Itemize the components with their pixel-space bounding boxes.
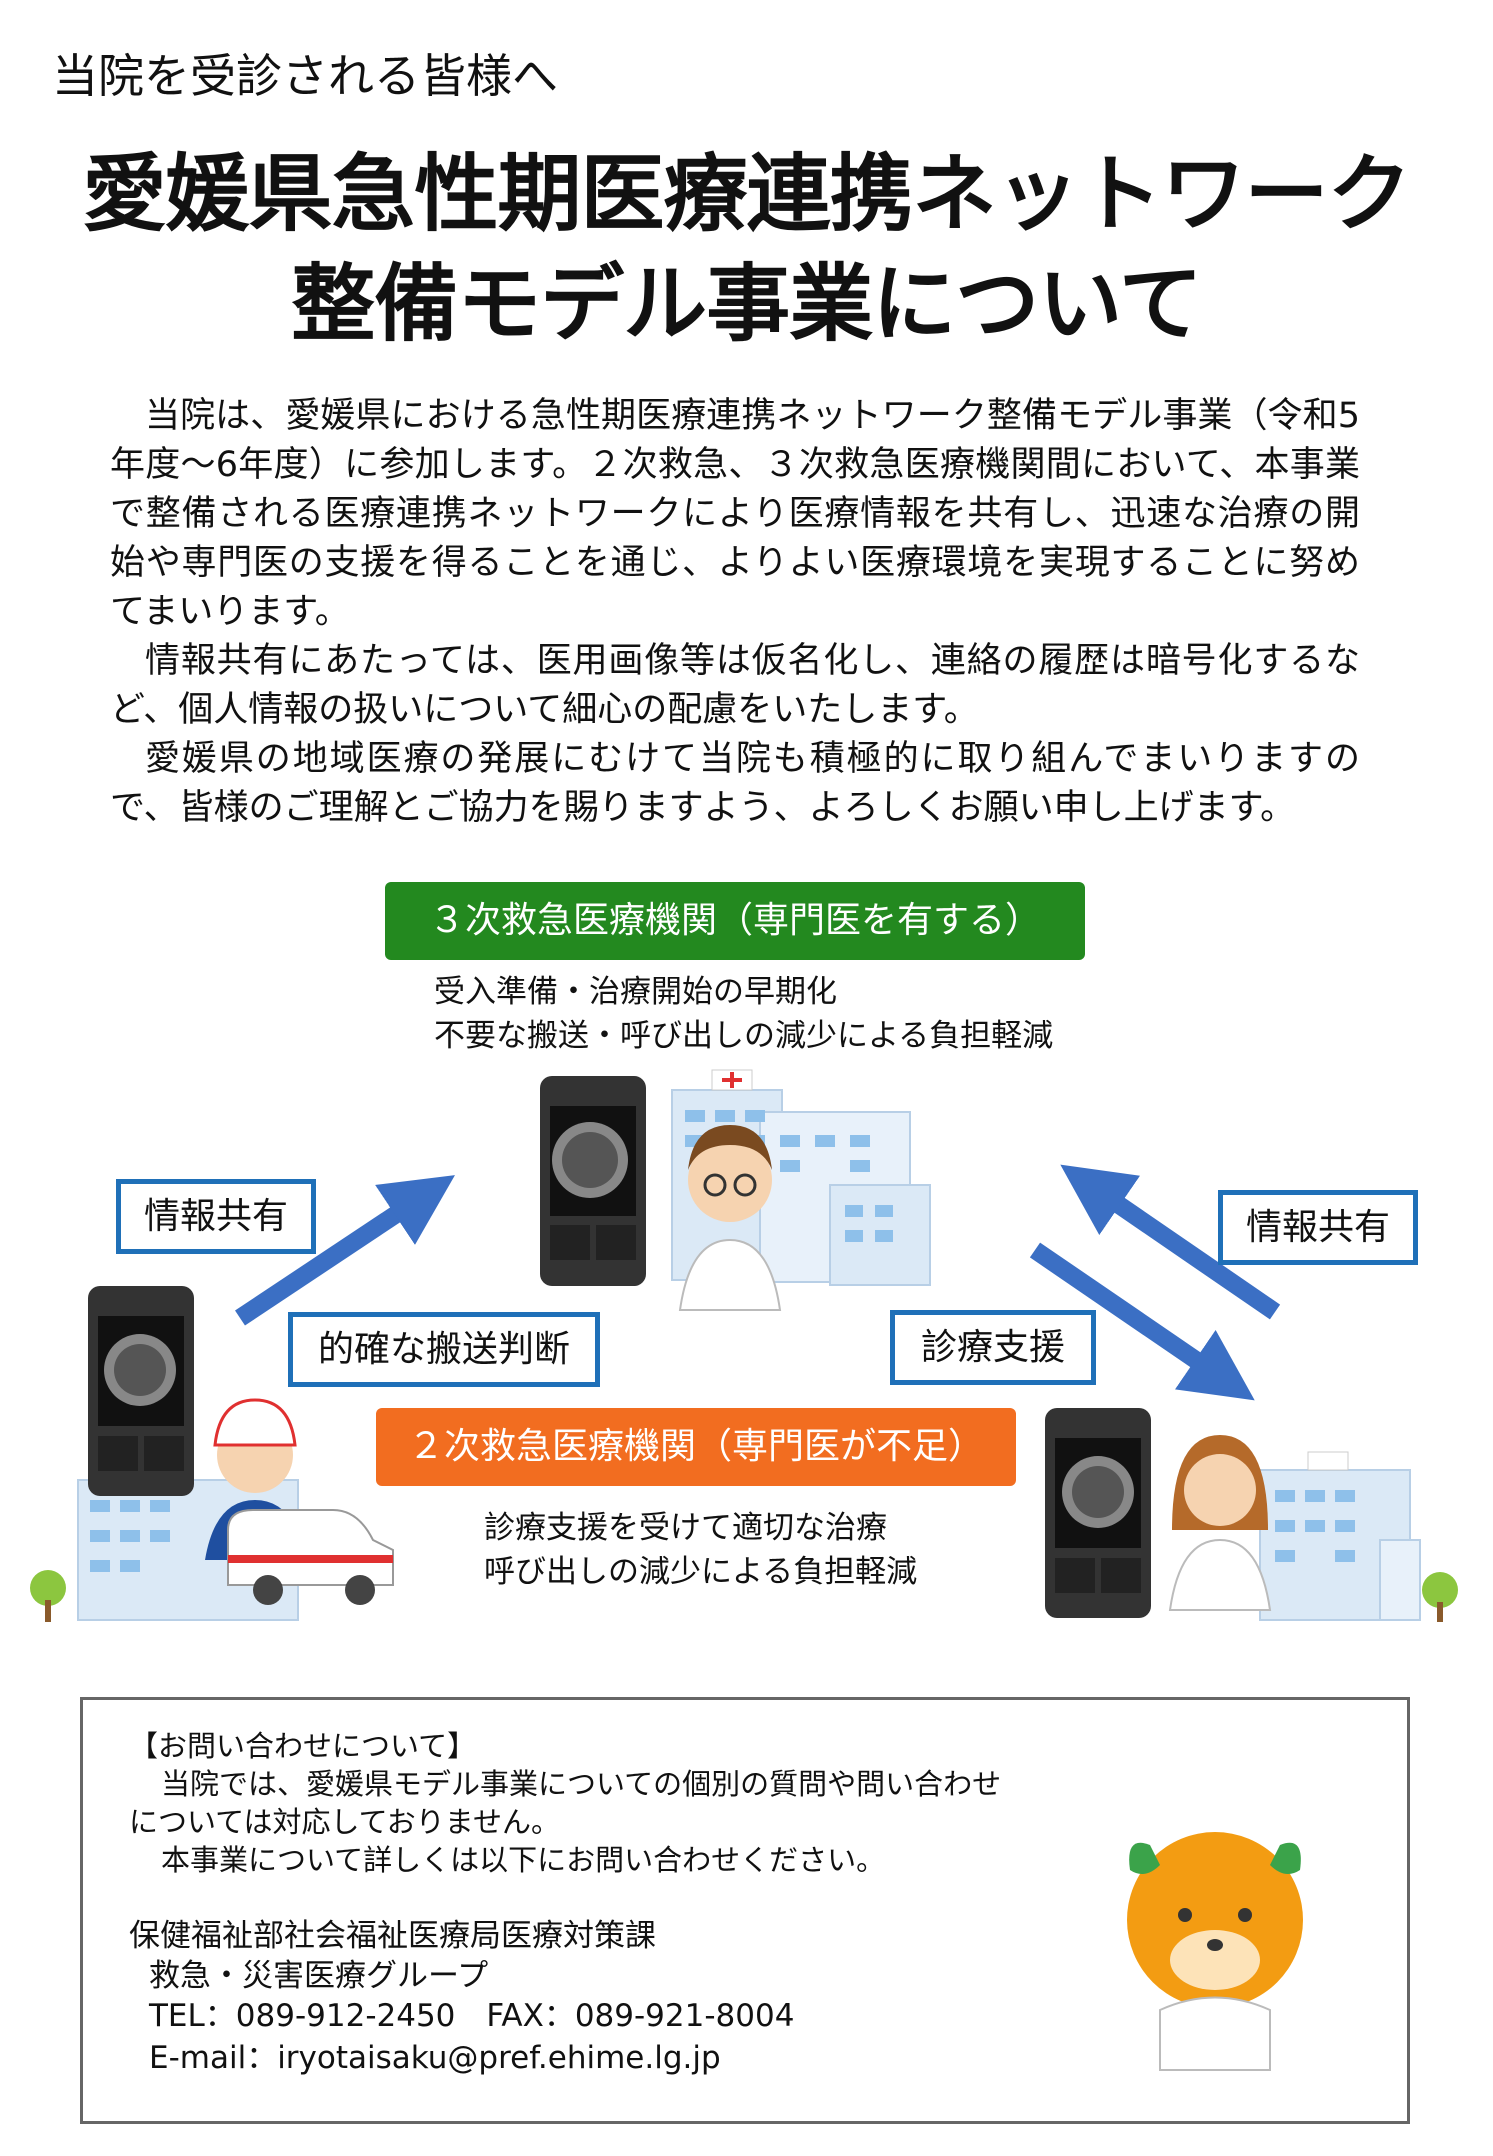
secondary-desc-line-1: 診療支援を受けて適切な治療	[484, 1510, 887, 1546]
female-doctor-icon	[1168, 1435, 1272, 1611]
mascot-icon	[1127, 1832, 1303, 2071]
medical-support-label: 診療支援	[890, 1310, 1096, 1385]
contact-heading: 【お問い合わせについて】	[129, 1729, 477, 1763]
transport-judgment-label: 的確な搬送判断	[288, 1312, 600, 1387]
greeting: 当院を受診される皆様へ	[52, 49, 558, 103]
body-paragraph-1: 当院は、愛媛県における急性期医療連携ネットワーク整備モデル事業（令和5年度～6年…	[110, 396, 1360, 632]
arrow-left-up	[235, 1175, 455, 1326]
info-share-label-right: 情報共有	[1218, 1190, 1418, 1265]
contact-line-1: 当院では、愛媛県モデル事業についての個別の質問や問い合わせ	[161, 1767, 1002, 1801]
tertiary-description: 受入準備・治療開始の早期化 不要な搬送・呼び出しの減少による負担軽減	[434, 970, 1053, 1058]
title-line-2: 整備モデル事業について	[291, 255, 1202, 353]
contact-email[interactable]: E-mail：iryotaisaku@pref.ehime.lg.jp	[149, 2040, 721, 2076]
secondary-hospital-header: ２次救急医療機関（専門医が不足）	[376, 1408, 1016, 1486]
tertiary-hospital-header: ３次救急医療機関（専門医を有する）	[385, 882, 1085, 960]
left-smartphone-icon	[88, 1286, 194, 1496]
smartphone-icon	[540, 1076, 646, 1286]
right-smartphone-icon	[1045, 1408, 1151, 1618]
arrow-right-down	[1029, 1242, 1255, 1401]
info-share-label-left: 情報共有	[116, 1179, 316, 1254]
body-paragraph-3: 愛媛県の地域医療の発展にむけて当院も積極的に取り組んでまいりますので、皆様のご理…	[110, 739, 1360, 828]
right-hospital-building-icon	[1259, 1451, 1458, 1622]
contact-department: 保健福祉部社会福祉医療局医療対策課	[129, 1918, 656, 1954]
doctor-icon	[678, 1125, 782, 1311]
tertiary-desc-line-2: 不要な搬送・呼び出しの減少による負担軽減	[434, 1018, 1054, 1054]
tertiary-desc-line-1: 受入準備・治療開始の早期化	[434, 974, 837, 1010]
body-text: 当院は、愛媛県における急性期医療連携ネットワーク整備モデル事業（令和5年度～6年…	[110, 392, 1360, 833]
contact-line-3: 本事業について詳しくは以下にお問い合わせください。	[161, 1843, 886, 1877]
ambulance-icon	[227, 1509, 394, 1605]
contact-group: 救急・災害医療グループ	[149, 1958, 489, 1994]
contact-line-2: については対応しておりません。	[129, 1805, 560, 1839]
body-paragraph-2: 情報共有にあたっては、医用画像等は仮名化し、連絡の履歴は暗号化するなど、個人情報…	[110, 641, 1360, 730]
secondary-description: 診療支援を受けて適切な治療 呼び出しの減少による負担軽減	[484, 1506, 917, 1594]
title-line-1: 愛媛県急性期医療連携ネットワーク	[82, 145, 1411, 243]
arrow-right-up	[1060, 1164, 1281, 1320]
contact-box: 【お問い合わせについて】 当院では、愛媛県モデル事業についての個別の質問や問い合…	[80, 1697, 1410, 2124]
secondary-desc-line-2: 呼び出しの減少による負担軽減	[484, 1554, 918, 1590]
contact-phone-fax: TEL：089-912-2450 FAX：089-921-8004	[149, 1998, 795, 2034]
